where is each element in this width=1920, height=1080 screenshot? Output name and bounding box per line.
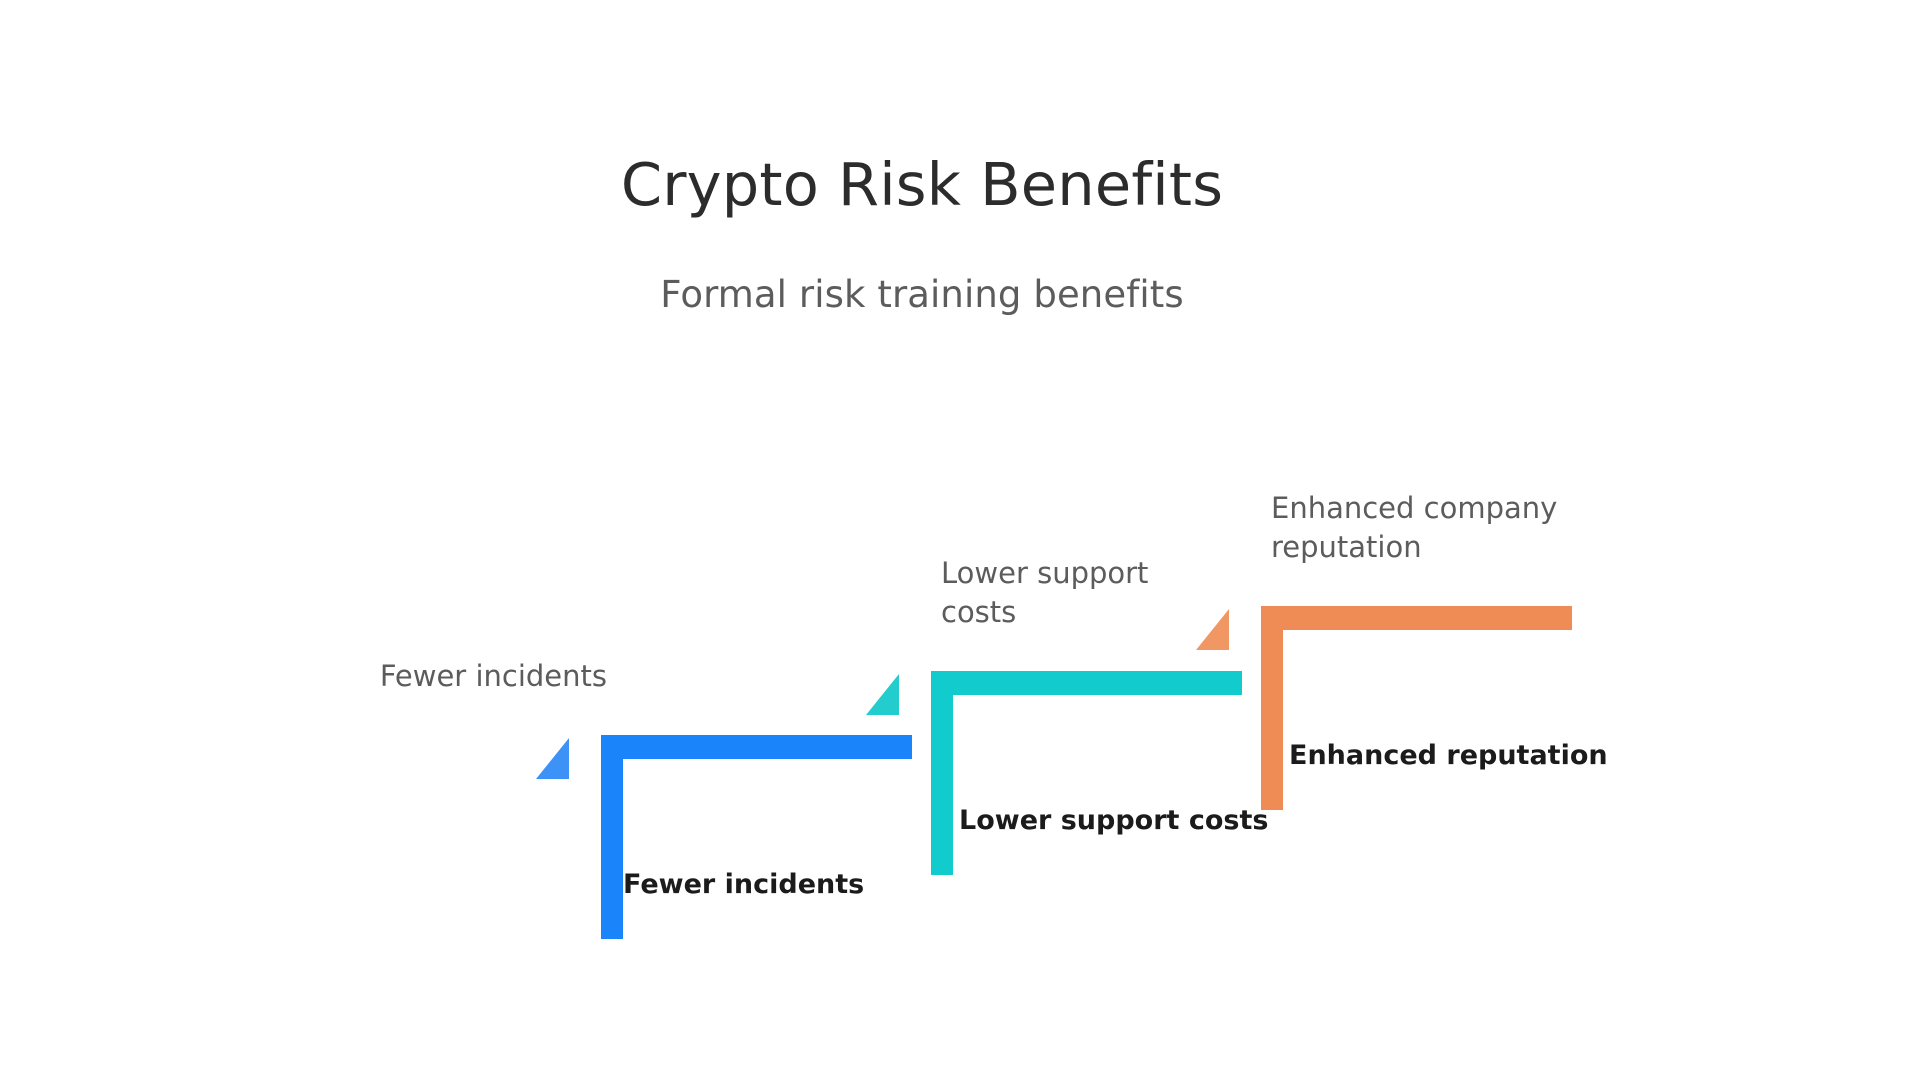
step-stem-bar <box>931 671 953 875</box>
triangle-arrow-icon <box>1196 609 1229 650</box>
step-caption-fewer-incidents: Fewer incidents <box>379 659 607 693</box>
step-caption-lower-support-costs: Lower support costs <box>941 556 1149 629</box>
page-title-block: Crypto Risk Benefits <box>0 150 1882 219</box>
triangle-arrow-icon <box>536 738 569 779</box>
triangle-arrow-icon <box>866 674 899 715</box>
step-caption-enhanced-reputation: Enhanced company reputation <box>1271 491 1558 564</box>
step-top-bar <box>601 735 912 759</box>
step-top-bar <box>931 671 1242 695</box>
step-label-enhanced-reputation: Enhanced reputation <box>1289 740 1608 771</box>
page-subtitle: Formal risk training benefits <box>660 273 1184 316</box>
step-top-bar <box>1261 606 1572 630</box>
page-subtitle-block: Formal risk training benefits <box>0 273 1882 317</box>
step-label-fewer-incidents: Fewer incidents <box>623 869 865 900</box>
step-stem-bar <box>1261 606 1283 810</box>
page-title: Crypto Risk Benefits <box>620 150 1224 219</box>
step-label-lower-support-costs: Lower support costs <box>959 805 1269 836</box>
step-stem-bar <box>601 735 623 939</box>
